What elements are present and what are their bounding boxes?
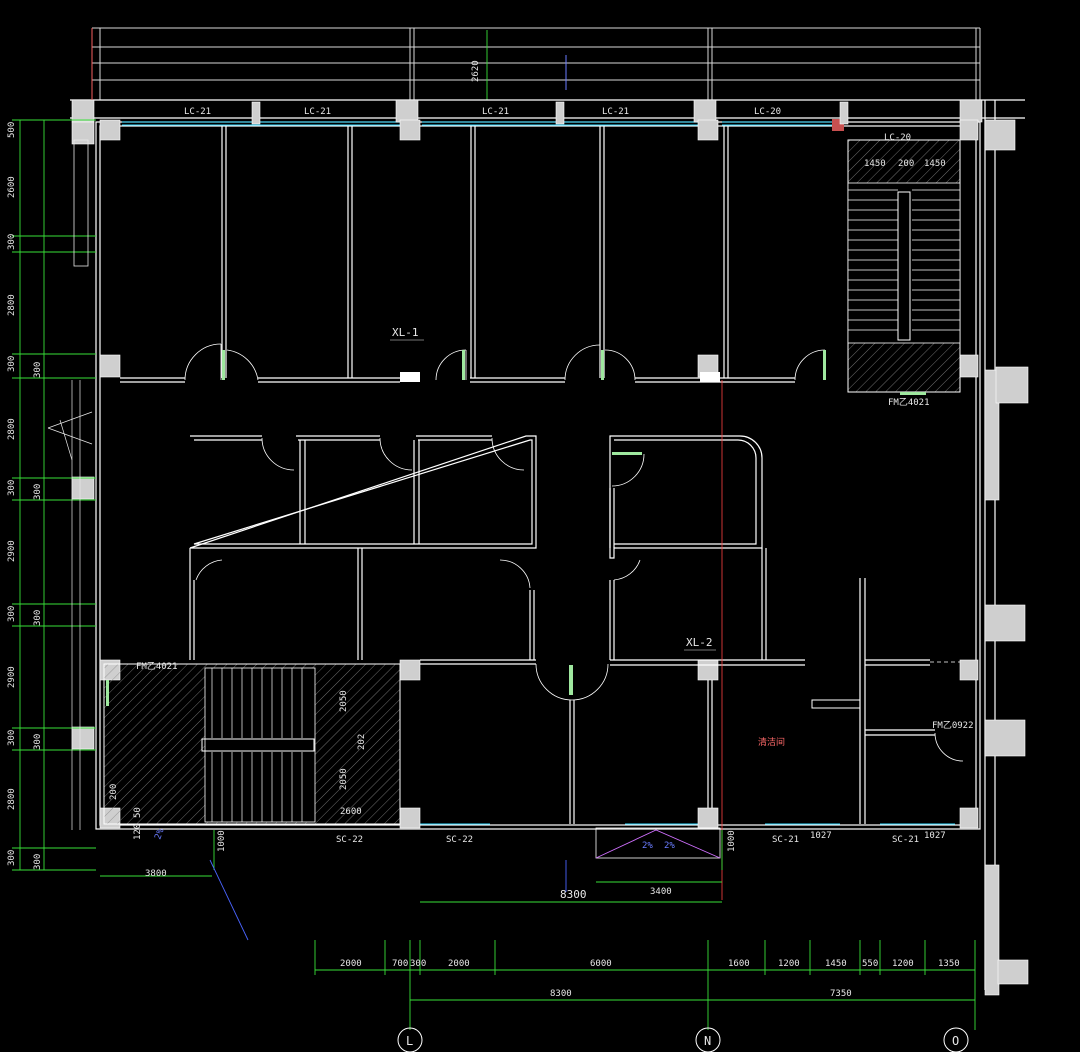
slope-label: 2% bbox=[642, 841, 653, 851]
window-label: LC-20 bbox=[754, 107, 781, 117]
bottom-dim: 700 bbox=[392, 959, 408, 969]
small-dim: 1000 bbox=[217, 830, 227, 852]
lower-rooms: 清洁间 bbox=[569, 578, 964, 824]
entrance-canopy: 2% 2% 2% 3800 3400 8300 bbox=[100, 827, 722, 941]
left-dimensions: 500 2600 300 2800 300 300 2800 300 300 2… bbox=[7, 119, 96, 871]
stair-northeast: 1450 200 1450 FM乙4021 bbox=[847, 139, 961, 408]
bottom-dim: 1200 bbox=[778, 959, 800, 969]
beam-label-2: XL-2 bbox=[686, 636, 713, 649]
small-dim: 200 bbox=[109, 784, 119, 800]
left-dim: 2800 bbox=[7, 294, 17, 316]
axis-label: N bbox=[704, 1034, 711, 1048]
window-label: LC-21 bbox=[184, 107, 211, 117]
bottom-dim-total: 8300 bbox=[550, 989, 572, 999]
left-dim: 2900 bbox=[7, 540, 17, 562]
left-dim: 300 bbox=[7, 850, 17, 866]
window-label: LC-21 bbox=[602, 107, 629, 117]
slope-label: 2% bbox=[153, 827, 166, 841]
window-label: LC-21 bbox=[482, 107, 509, 117]
bottom-dim: 1600 bbox=[728, 959, 750, 969]
bottom-dim: 6000 bbox=[590, 959, 612, 969]
bottom-dim: 550 bbox=[862, 959, 878, 969]
left-dim: 300 bbox=[7, 356, 17, 372]
left-dim: 2800 bbox=[7, 788, 17, 810]
bottom-dim: 1450 bbox=[825, 959, 847, 969]
small-dim: 1027 bbox=[924, 831, 946, 841]
small-dim: 50 bbox=[133, 807, 143, 818]
slope-label: 2% bbox=[664, 841, 675, 851]
bottom-dimensions: 2000 700 300 2000 6000 1600 1200 1450 55… bbox=[314, 940, 976, 1030]
bottom-mid-dim: 3800 bbox=[145, 869, 167, 879]
top-windows bbox=[122, 119, 844, 131]
central-offices bbox=[189, 435, 805, 701]
bottom-dim-total: 7350 bbox=[830, 989, 852, 999]
window-label: SC-22 bbox=[336, 835, 363, 845]
room-label: 清洁间 bbox=[758, 736, 785, 748]
door-label-e: FM乙0922 bbox=[932, 720, 974, 731]
window-label: SC-21 bbox=[892, 835, 919, 845]
left-dim: 2800 bbox=[7, 418, 17, 440]
bottom-mid-dim: 8300 bbox=[560, 888, 587, 901]
stair-dim-1: 1450 bbox=[864, 159, 886, 169]
beam-labels: XL-1 XL-2 FM乙0922 bbox=[390, 326, 974, 731]
office-partitions bbox=[120, 126, 826, 383]
bottom-dim: 1350 bbox=[938, 959, 960, 969]
window-label: SC-22 bbox=[446, 835, 473, 845]
window-label: LC-21 bbox=[304, 107, 331, 117]
stair-dim-lower-3: 2050 bbox=[339, 768, 349, 790]
grid-lines bbox=[91, 28, 723, 900]
stair-dim-3: 1450 bbox=[924, 159, 946, 169]
left-dim: 2600 bbox=[7, 176, 17, 198]
small-dim: 1027 bbox=[810, 831, 832, 841]
top-window-labels: LC-21 LC-21 LC-21 LC-21 LC-20 LC-20 bbox=[184, 107, 911, 143]
left-dim: 300 bbox=[7, 606, 17, 622]
stair-dim-lower-1: 2050 bbox=[339, 690, 349, 712]
left-dim: 300 bbox=[7, 730, 17, 746]
small-dim: 1000 bbox=[727, 830, 737, 852]
beam-label-1: XL-1 bbox=[392, 326, 419, 339]
bottom-window-labels: SC-22 SC-22 SC-21 SC-21 bbox=[336, 835, 919, 845]
axis-label: O bbox=[952, 1034, 959, 1048]
top-balcony: 2620 bbox=[91, 27, 981, 100]
bottom-dim: 2000 bbox=[448, 959, 470, 969]
small-dim: 120 bbox=[133, 824, 143, 840]
door-label-ne: FM乙4021 bbox=[888, 397, 930, 408]
left-dim: 300 bbox=[7, 234, 17, 250]
window-label: SC-21 bbox=[772, 835, 799, 845]
top-dimension: 2620 bbox=[471, 60, 481, 82]
bottom-dim: 1200 bbox=[892, 959, 914, 969]
small-dimensions: 120 50 200 1000 1000 1027 1027 bbox=[109, 784, 946, 870]
axis-label: L bbox=[406, 1034, 413, 1048]
left-dim: 300 bbox=[33, 854, 43, 870]
left-dim: 300 bbox=[7, 480, 17, 496]
bottom-dim: 300 bbox=[410, 959, 426, 969]
stair-dim-lower-4: 2600 bbox=[340, 807, 362, 817]
stair-southwest: 2050 202 2050 2600 FM乙4021 bbox=[103, 661, 401, 825]
bottom-mid-dim: 3400 bbox=[650, 887, 672, 897]
left-dim: 2900 bbox=[7, 666, 17, 688]
left-dim: 300 bbox=[33, 484, 43, 500]
bottom-dim: 2000 bbox=[340, 959, 362, 969]
left-dim: 300 bbox=[33, 362, 43, 378]
stair-dim-2: 200 bbox=[898, 159, 914, 169]
axis-bubbles: L N O bbox=[397, 1027, 969, 1052]
door-label-sw: FM乙4021 bbox=[136, 661, 178, 672]
window-label: LC-20 bbox=[884, 133, 911, 143]
left-dim: 300 bbox=[33, 610, 43, 626]
left-dim: 500 bbox=[7, 122, 17, 138]
left-dim: 300 bbox=[33, 734, 43, 750]
stair-dim-lower-2: 202 bbox=[357, 734, 367, 750]
